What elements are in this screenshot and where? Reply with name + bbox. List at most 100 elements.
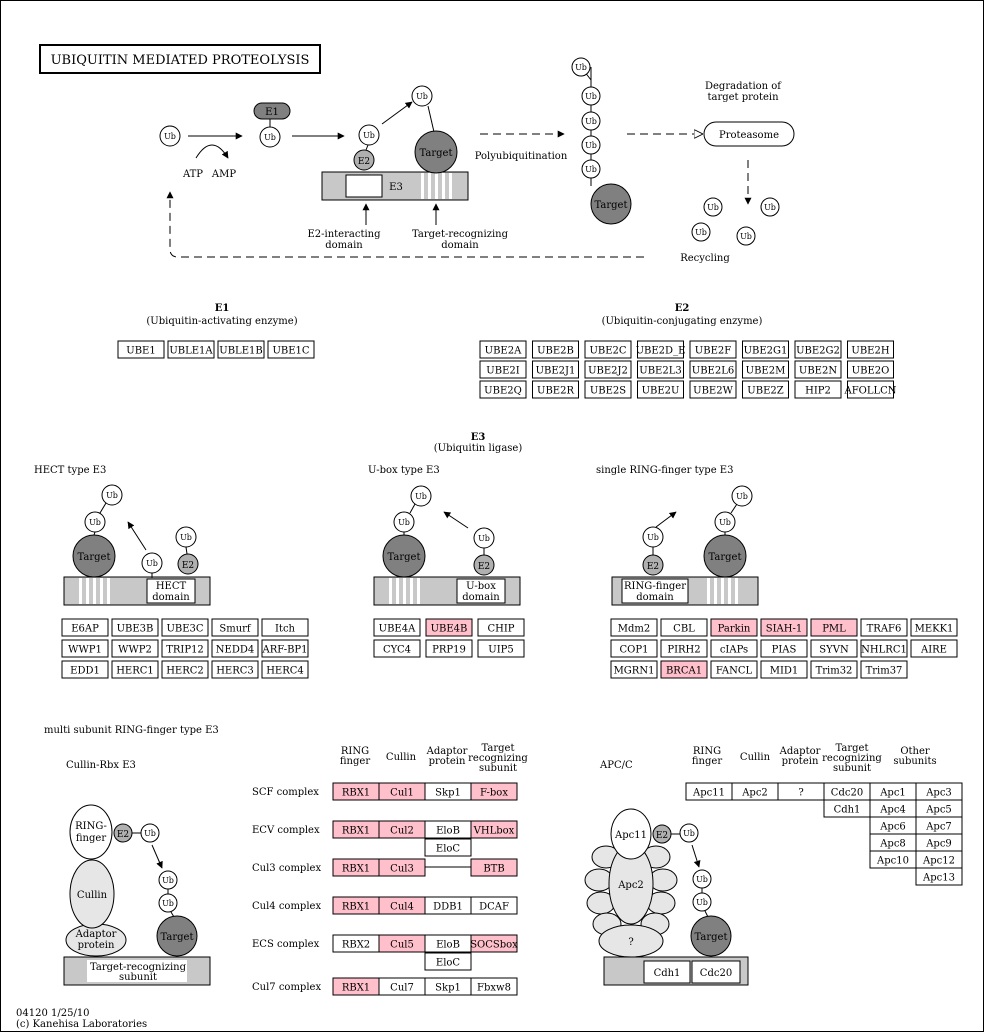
gene-arf-bp1[interactable]: ARF-BP1 <box>261 639 309 658</box>
gene-ube2l3[interactable]: UBE2L3 <box>637 360 684 379</box>
gene-box[interactable] <box>860 618 908 637</box>
apc-target[interactable] <box>690 915 732 957</box>
gene-box[interactable] <box>910 618 958 637</box>
gene-ube2w[interactable]: UBE2W <box>689 380 737 399</box>
gene-trim32[interactable]: Trim32 <box>810 660 858 679</box>
gene-box[interactable] <box>710 660 758 679</box>
gene-wwp2[interactable]: WWP2 <box>111 639 159 658</box>
gene-ube2b[interactable]: UBE2B <box>532 340 579 359</box>
gene-box[interactable] <box>915 867 963 886</box>
gene-ube1[interactable]: UBE1 <box>117 340 165 359</box>
gene-trim37[interactable]: Trim37 <box>860 660 908 679</box>
gene-fancl[interactable]: FANCL <box>710 660 758 679</box>
gene-box[interactable] <box>860 660 908 679</box>
gene-ube2g1[interactable]: UBE2G1 <box>742 340 789 359</box>
ub-circle[interactable] <box>714 511 736 533</box>
e1-enzyme[interactable] <box>253 102 291 120</box>
gene-ube2n[interactable]: UBE2N <box>794 360 842 379</box>
gene-ciaps[interactable]: cIAPs <box>710 639 758 658</box>
ub-circle[interactable] <box>140 823 160 843</box>
gene-cul3[interactable]: Cul3 <box>378 858 426 877</box>
gene-box[interactable] <box>470 782 518 801</box>
gene-apc4[interactable]: Apc4 <box>869 799 917 818</box>
gene-skp1[interactable]: Skp1 <box>424 782 472 801</box>
gene-mekk1[interactable]: MEKK1 <box>910 618 958 637</box>
gene-box[interactable] <box>470 820 518 839</box>
gene-box[interactable] <box>111 660 159 679</box>
gene-box[interactable] <box>470 896 518 915</box>
gene-ube4b[interactable]: UBE4B <box>425 618 473 637</box>
gene-box[interactable] <box>477 639 525 658</box>
gene-socsbox[interactable]: SOCSbox <box>470 934 518 953</box>
gene-pml[interactable]: PML <box>810 618 858 637</box>
gene-e6ap[interactable]: E6AP <box>61 618 109 637</box>
gene-f-box[interactable]: F-box <box>470 782 518 801</box>
gene-ube2z[interactable]: UBE2Z <box>742 380 789 399</box>
e2-enzyme[interactable] <box>473 554 495 576</box>
ub-on-e2[interactable] <box>358 124 380 146</box>
gene-cul7[interactable]: Cul7 <box>378 977 426 996</box>
gene-box[interactable] <box>424 952 472 971</box>
gene-apc8[interactable]: Apc8 <box>869 833 917 852</box>
target-protein[interactable] <box>414 130 458 174</box>
gene-box[interactable] <box>424 838 472 857</box>
gene-box[interactable] <box>425 618 473 637</box>
gene-uble1b[interactable]: UBLE1B <box>217 340 265 359</box>
gene-itch[interactable]: Itch <box>261 618 309 637</box>
gene-rbx2[interactable]: RBX2 <box>332 934 380 953</box>
gene-rbx1[interactable]: RBX1 <box>332 896 380 915</box>
gene-box[interactable] <box>479 380 527 399</box>
gene-apc12[interactable]: Apc12 <box>915 850 963 869</box>
ub-circle[interactable] <box>581 159 601 179</box>
gene-box[interactable] <box>532 360 579 379</box>
gene-cop1[interactable]: COP1 <box>610 639 658 658</box>
gene-smurf[interactable]: Smurf <box>211 618 259 637</box>
gene-dcaf[interactable]: DCAF <box>470 896 518 915</box>
gene-apc13[interactable]: Apc13 <box>915 867 963 886</box>
gene-herc1[interactable]: HERC1 <box>111 660 159 679</box>
gene-box[interactable] <box>117 340 165 359</box>
gene-box[interactable] <box>470 858 518 877</box>
gene-edd1[interactable]: EDD1 <box>61 660 109 679</box>
gene-chip[interactable]: CHIP <box>477 618 525 637</box>
cullin[interactable] <box>69 859 115 929</box>
gene-cbl[interactable]: CBL <box>660 618 708 637</box>
gene-box[interactable] <box>610 639 658 658</box>
gene-box[interactable] <box>742 340 789 359</box>
gene-box[interactable] <box>760 639 808 658</box>
ub-circle[interactable] <box>691 222 711 242</box>
gene-herc2[interactable]: HERC2 <box>161 660 209 679</box>
e2-enzyme[interactable] <box>177 553 199 575</box>
gene-box[interactable] <box>637 380 684 399</box>
gene-box[interactable] <box>267 340 315 359</box>
gene-traf6[interactable]: TRAF6 <box>860 618 908 637</box>
gene-ube2j2[interactable]: UBE2J2 <box>584 360 632 379</box>
gene-ube2q[interactable]: UBE2Q <box>479 380 527 399</box>
gene-box[interactable] <box>261 618 309 637</box>
gene-box[interactable] <box>637 340 684 359</box>
gene-box[interactable] <box>847 380 894 399</box>
gene-apc11[interactable]: Apc11 <box>685 782 733 801</box>
gene-box[interactable] <box>610 660 658 679</box>
gene-box[interactable] <box>584 360 632 379</box>
gene-box[interactable] <box>584 340 632 359</box>
gene-box[interactable] <box>689 340 737 359</box>
gene-apc3[interactable]: Apc3 <box>915 782 963 801</box>
gene-box[interactable] <box>211 639 259 658</box>
gene-box[interactable] <box>847 340 894 359</box>
gene-pirh2[interactable]: PIRH2 <box>660 639 708 658</box>
ub-transferred[interactable] <box>411 85 433 107</box>
gene-box[interactable] <box>810 639 858 658</box>
gene-nedd4[interactable]: NEDD4 <box>211 639 259 658</box>
ub-circle[interactable] <box>703 197 723 217</box>
gene-box[interactable] <box>847 360 894 379</box>
gene-box[interactable] <box>532 340 579 359</box>
apc-unknown[interactable] <box>598 924 664 958</box>
gene-eloc[interactable]: EloC <box>424 952 472 971</box>
ub-circle[interactable] <box>581 111 601 131</box>
gene-box[interactable] <box>689 360 737 379</box>
gene-box[interactable] <box>477 618 525 637</box>
gene-ube2d-e[interactable]: UBE2D_E <box>636 340 686 359</box>
gene-box[interactable] <box>61 639 109 658</box>
gene-[interactable]: ? <box>777 782 825 801</box>
